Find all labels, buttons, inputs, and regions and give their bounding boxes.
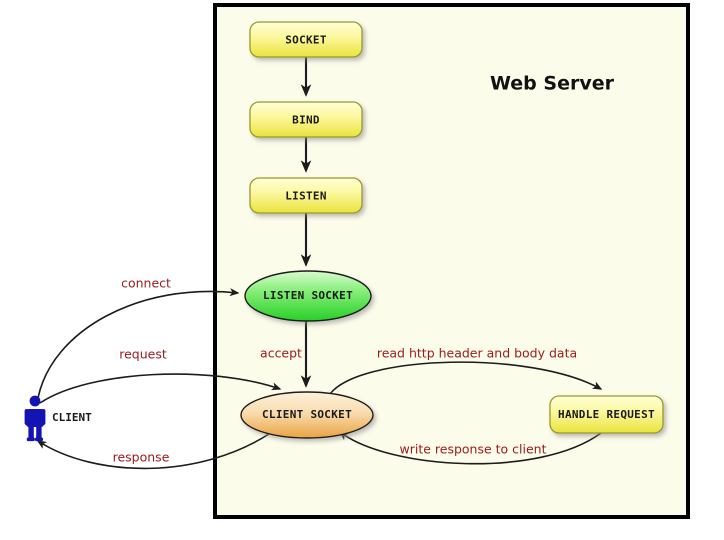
handle-request-edges <box>329 361 603 465</box>
edge-label-response: response <box>113 450 170 465</box>
edge-label-accept: accept <box>260 346 302 361</box>
edge-request <box>39 373 282 404</box>
node-bind-shape[interactable] <box>249 101 363 138</box>
node-bind-label: BIND <box>292 114 320 127</box>
person-icon <box>24 395 46 442</box>
node-listen-socket-label: LISTEN SOCKET <box>263 289 353 302</box>
edge-response <box>36 431 273 470</box>
node-listen-label: LISTEN <box>285 190 327 203</box>
web-server-container: Web Server <box>213 3 690 519</box>
node-handle-request-shape[interactable] <box>549 395 664 434</box>
edge-read-http <box>329 361 603 395</box>
node-listen-shape[interactable] <box>249 177 363 214</box>
web-server-title: Web Server <box>490 73 615 95</box>
edge-label-connect: connect <box>121 276 171 291</box>
edge-label-request: request <box>119 347 167 362</box>
node-listen-socket[interactable]: LISTEN SOCKET <box>244 270 372 322</box>
node-listen[interactable]: LISTEN <box>249 177 363 214</box>
edge-write-response <box>338 431 602 465</box>
node-client-socket-label: CLIENT SOCKET <box>262 408 352 421</box>
node-handle-request-label: HANDLE REQUEST <box>558 408 655 421</box>
node-listen-socket-shape[interactable] <box>244 270 372 322</box>
node-client-socket[interactable]: CLIENT SOCKET <box>240 391 374 439</box>
node-handle-request[interactable]: HANDLE REQUEST <box>549 395 664 434</box>
edge-labels: connect request response accept read htt… <box>113 276 578 465</box>
edge-label-read-http: read http header and body data <box>377 346 577 361</box>
edge-connect <box>37 288 240 399</box>
client-edges <box>36 288 282 470</box>
node-socket-label: SOCKET <box>285 34 327 47</box>
client-actor[interactable]: CLIENT <box>24 395 93 442</box>
node-client-socket-shape[interactable] <box>240 391 374 439</box>
node-bind[interactable]: BIND <box>249 101 363 138</box>
node-socket-shape[interactable] <box>249 21 363 58</box>
node-socket[interactable]: SOCKET <box>249 21 363 58</box>
client-actor-label: CLIENT <box>52 411 92 424</box>
web-server-container-rect <box>213 3 690 519</box>
edge-label-write-response: write response to client <box>399 442 546 457</box>
